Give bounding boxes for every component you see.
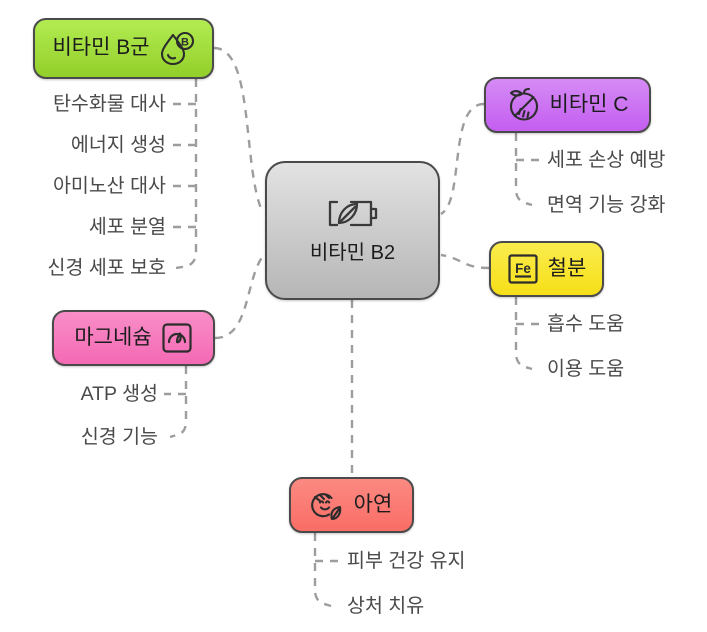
branch-node-iron[interactable]: Fe 철분: [489, 241, 604, 297]
leaf-label-zinc-1: 상처 치유: [347, 595, 425, 617]
spine-vitamin-c: [514, 133, 533, 207]
leaf-label-zinc-0: 피부 건강 유지: [347, 550, 466, 572]
leaf-label-vitamin-b-0: 탄수화물 대사: [52, 93, 166, 115]
branch-node-vitamin-c-label: 비타민 C: [549, 92, 629, 116]
spine-vitamin-b: [175, 79, 198, 270]
svg-text:B: B: [181, 36, 189, 48]
leaf-label-vitamin-b-1: 에너지 생성: [70, 134, 166, 156]
leaf-label-magnesium-1: 신경 기능: [80, 426, 158, 448]
center-node-label: 비타민 B2: [309, 242, 396, 264]
spine-magnesium: [169, 366, 188, 439]
branch-node-magnesium-label: 마그네슘: [74, 325, 152, 349]
leaf-label-vitamin-b-3: 세포 분열: [88, 216, 166, 238]
branch-node-vitamin-b-label: 비타민 B군: [52, 36, 150, 59]
connector-center-to-vitamin-b: [213, 46, 265, 214]
leaf-label-iron-0: 흡수 도움: [547, 313, 625, 335]
droplet-b-icon: B: [159, 31, 195, 66]
branch-node-vitamin-c[interactable]: 비타민 C: [484, 77, 651, 133]
gauge-icon: [161, 322, 193, 354]
connector-center-to-vitamin-c: [440, 102, 485, 216]
connector-center-to-iron: [440, 253, 490, 270]
citrus-orange-icon: [507, 87, 541, 122]
branch-node-vitamin-b[interactable]: 비타민 B군 B: [33, 18, 214, 79]
face-leaf-icon: [310, 489, 345, 521]
branch-node-zinc-label: 아연: [353, 492, 393, 516]
battery-leaf-icon: [325, 197, 381, 231]
leaf-label-vitamin-c-1: 면역 기능 강화: [547, 194, 666, 216]
fe-element-icon: Fe: [507, 253, 539, 285]
leaf-label-magnesium-0: ATP 생성: [80, 383, 158, 405]
svg-text:Fe: Fe: [515, 261, 531, 276]
leaf-label-vitamin-c-0: 세포 손상 예방: [547, 149, 666, 171]
branch-node-zinc[interactable]: 아연: [289, 477, 414, 533]
leaf-label-vitamin-b-2: 아미노산 대사: [52, 175, 166, 197]
center-node-vitamin-b2[interactable]: 비타민 B2: [265, 161, 440, 300]
leaf-label-iron-1: 이용 도움: [547, 358, 625, 380]
spine-iron: [514, 297, 533, 371]
branch-node-iron-label: 철분: [547, 256, 587, 280]
spine-zinc: [313, 533, 332, 608]
leaf-label-vitamin-b-4: 신경 세포 보호: [47, 257, 166, 279]
branch-node-magnesium[interactable]: 마그네슘: [52, 310, 215, 366]
connector-center-to-magnesium: [214, 255, 264, 340]
